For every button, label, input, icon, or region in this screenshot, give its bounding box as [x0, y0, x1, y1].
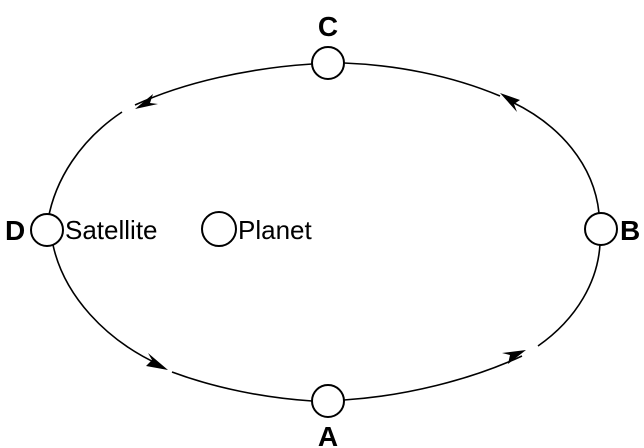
planet-circle: [201, 211, 237, 247]
point-a-circle: [311, 384, 345, 418]
orbit-arrows: [135, 93, 526, 370]
point-d-circle: [30, 213, 64, 247]
arrow-upper-left-icon: [135, 94, 158, 109]
arrow-lower-left-icon: [146, 353, 168, 370]
arrow-upper-right-icon: [500, 93, 520, 112]
arrow-lower-right-icon: [502, 350, 526, 364]
orbit-arc-c-right: [343, 62, 501, 97]
orbit-arc-b-to-c-upper: [511, 101, 600, 214]
point-c-label: C: [318, 11, 338, 42]
point-d-label: D: [5, 215, 25, 246]
orbit-arc-d-upper: [47, 111, 123, 221]
orbit-arc-d-to-a-lower: [52, 244, 161, 366]
point-b-label: B: [620, 215, 640, 246]
orbit-path: [47, 62, 601, 402]
orbit-arc-a-right: [343, 355, 523, 401]
point-a-label: A: [318, 421, 338, 448]
point-c-circle: [311, 46, 345, 80]
orbit-arc-c-to-d-upper: [134, 63, 313, 106]
satellite-label: Satellite: [65, 215, 158, 245]
point-b-circle: [584, 212, 618, 246]
orbit-points: [30, 46, 618, 418]
orbit-arc-a-left: [171, 371, 313, 402]
planet-label: Planet: [238, 215, 312, 245]
orbit-arc-b-lower: [537, 243, 601, 347]
